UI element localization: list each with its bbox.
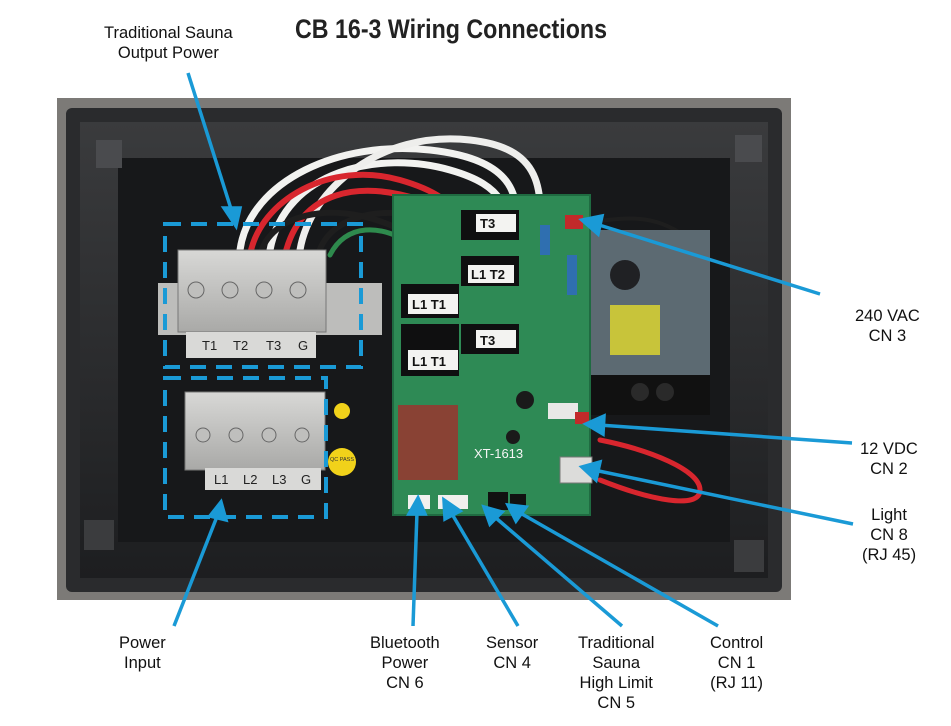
relay-label-2: L1 T1 (412, 354, 446, 369)
callout-text: Power (381, 654, 429, 672)
callout-text: CN 4 (493, 654, 531, 672)
relays (401, 210, 519, 376)
callout-power-input: Power Input (119, 633, 166, 673)
callout-text: (RJ 11) (710, 674, 764, 692)
terminal-t2: T2 (233, 338, 248, 353)
callout-text: CN 6 (386, 674, 424, 692)
terminal-l1: L1 (214, 472, 228, 487)
callout-text: Power (119, 634, 166, 652)
callout-text: High Limit (579, 674, 653, 692)
qc-pass-sticker (328, 448, 356, 476)
callout-text: CN 2 (870, 460, 908, 478)
terminal-g-out: G (298, 338, 308, 353)
callout-12vdc: 12 VDC CN 2 (860, 439, 918, 479)
callout-text: Input (124, 654, 161, 672)
callout-text: CN 3 (868, 327, 907, 345)
cn8-rj45-jack (559, 456, 593, 484)
callout-high-limit: Traditional Sauna High Limit CN 5 (578, 633, 654, 713)
terminal-t1: T1 (202, 338, 217, 353)
callout-text: Traditional (578, 634, 655, 652)
callout-text: Traditional Sauna (104, 24, 233, 42)
callout-text: (RJ 45) (862, 546, 917, 564)
corner-post-tr (735, 135, 762, 162)
callout-text: Sauna (592, 654, 641, 672)
capacitor (610, 260, 640, 290)
callout-text: Sensor (486, 634, 539, 652)
page-title: CB 16-3 Wiring Connections (295, 14, 608, 44)
callout-text: Light (871, 506, 907, 524)
callout-sensor: Sensor CN 4 (486, 633, 538, 673)
cn5-connector (488, 492, 508, 510)
relay-label-3: L1 T2 (471, 267, 505, 282)
callout-text: 240 VAC (855, 307, 920, 325)
callout-240vac: 240 VAC CN 3 (855, 306, 920, 346)
terminal-t3: T3 (266, 338, 281, 353)
output-terminal-highlight (163, 222, 363, 369)
relay-label-5: T3 (480, 216, 495, 231)
qc-pass-label: QC PASS (330, 457, 354, 463)
input-terminal-block (184, 391, 326, 490)
callout-sauna-output: Traditional Sauna Output Power (104, 23, 233, 63)
callout-text: CN 5 (597, 694, 636, 712)
terminal-g-in: G (301, 472, 311, 487)
transformer (610, 305, 660, 355)
power-supply-base (590, 375, 710, 415)
callout-text: CN 1 (717, 654, 756, 672)
relay-label-1: L1 T1 (412, 297, 446, 312)
output-terminal-block (177, 249, 327, 358)
callout-text: 12 VDC (860, 440, 918, 458)
corner-post-bl (84, 520, 114, 550)
callout-text: Bluetooth (370, 634, 440, 652)
corner-post-tl (96, 140, 122, 168)
cn3-connector (565, 215, 583, 229)
callout-control: Control CN 1 (RJ 11) (710, 633, 763, 693)
callout-text: Output Power (117, 44, 219, 62)
callout-text: Control (710, 634, 764, 652)
callout-bluetooth: Bluetooth Power CN 6 (370, 633, 440, 693)
terminal-l3: L3 (272, 472, 286, 487)
relay-block-red (398, 405, 458, 480)
board-model-label: XT-1613 (474, 446, 523, 461)
input-terminal-highlight (163, 376, 328, 519)
terminal-l2: L2 (243, 472, 257, 487)
callout-light: Light CN 8 (RJ 45) (862, 505, 916, 565)
callout-text: CN 8 (870, 526, 908, 544)
callout-lines (172, 72, 854, 628)
corner-post-br (734, 540, 764, 572)
cn2-connector (575, 412, 589, 424)
relay-label-4: T3 (480, 333, 495, 348)
